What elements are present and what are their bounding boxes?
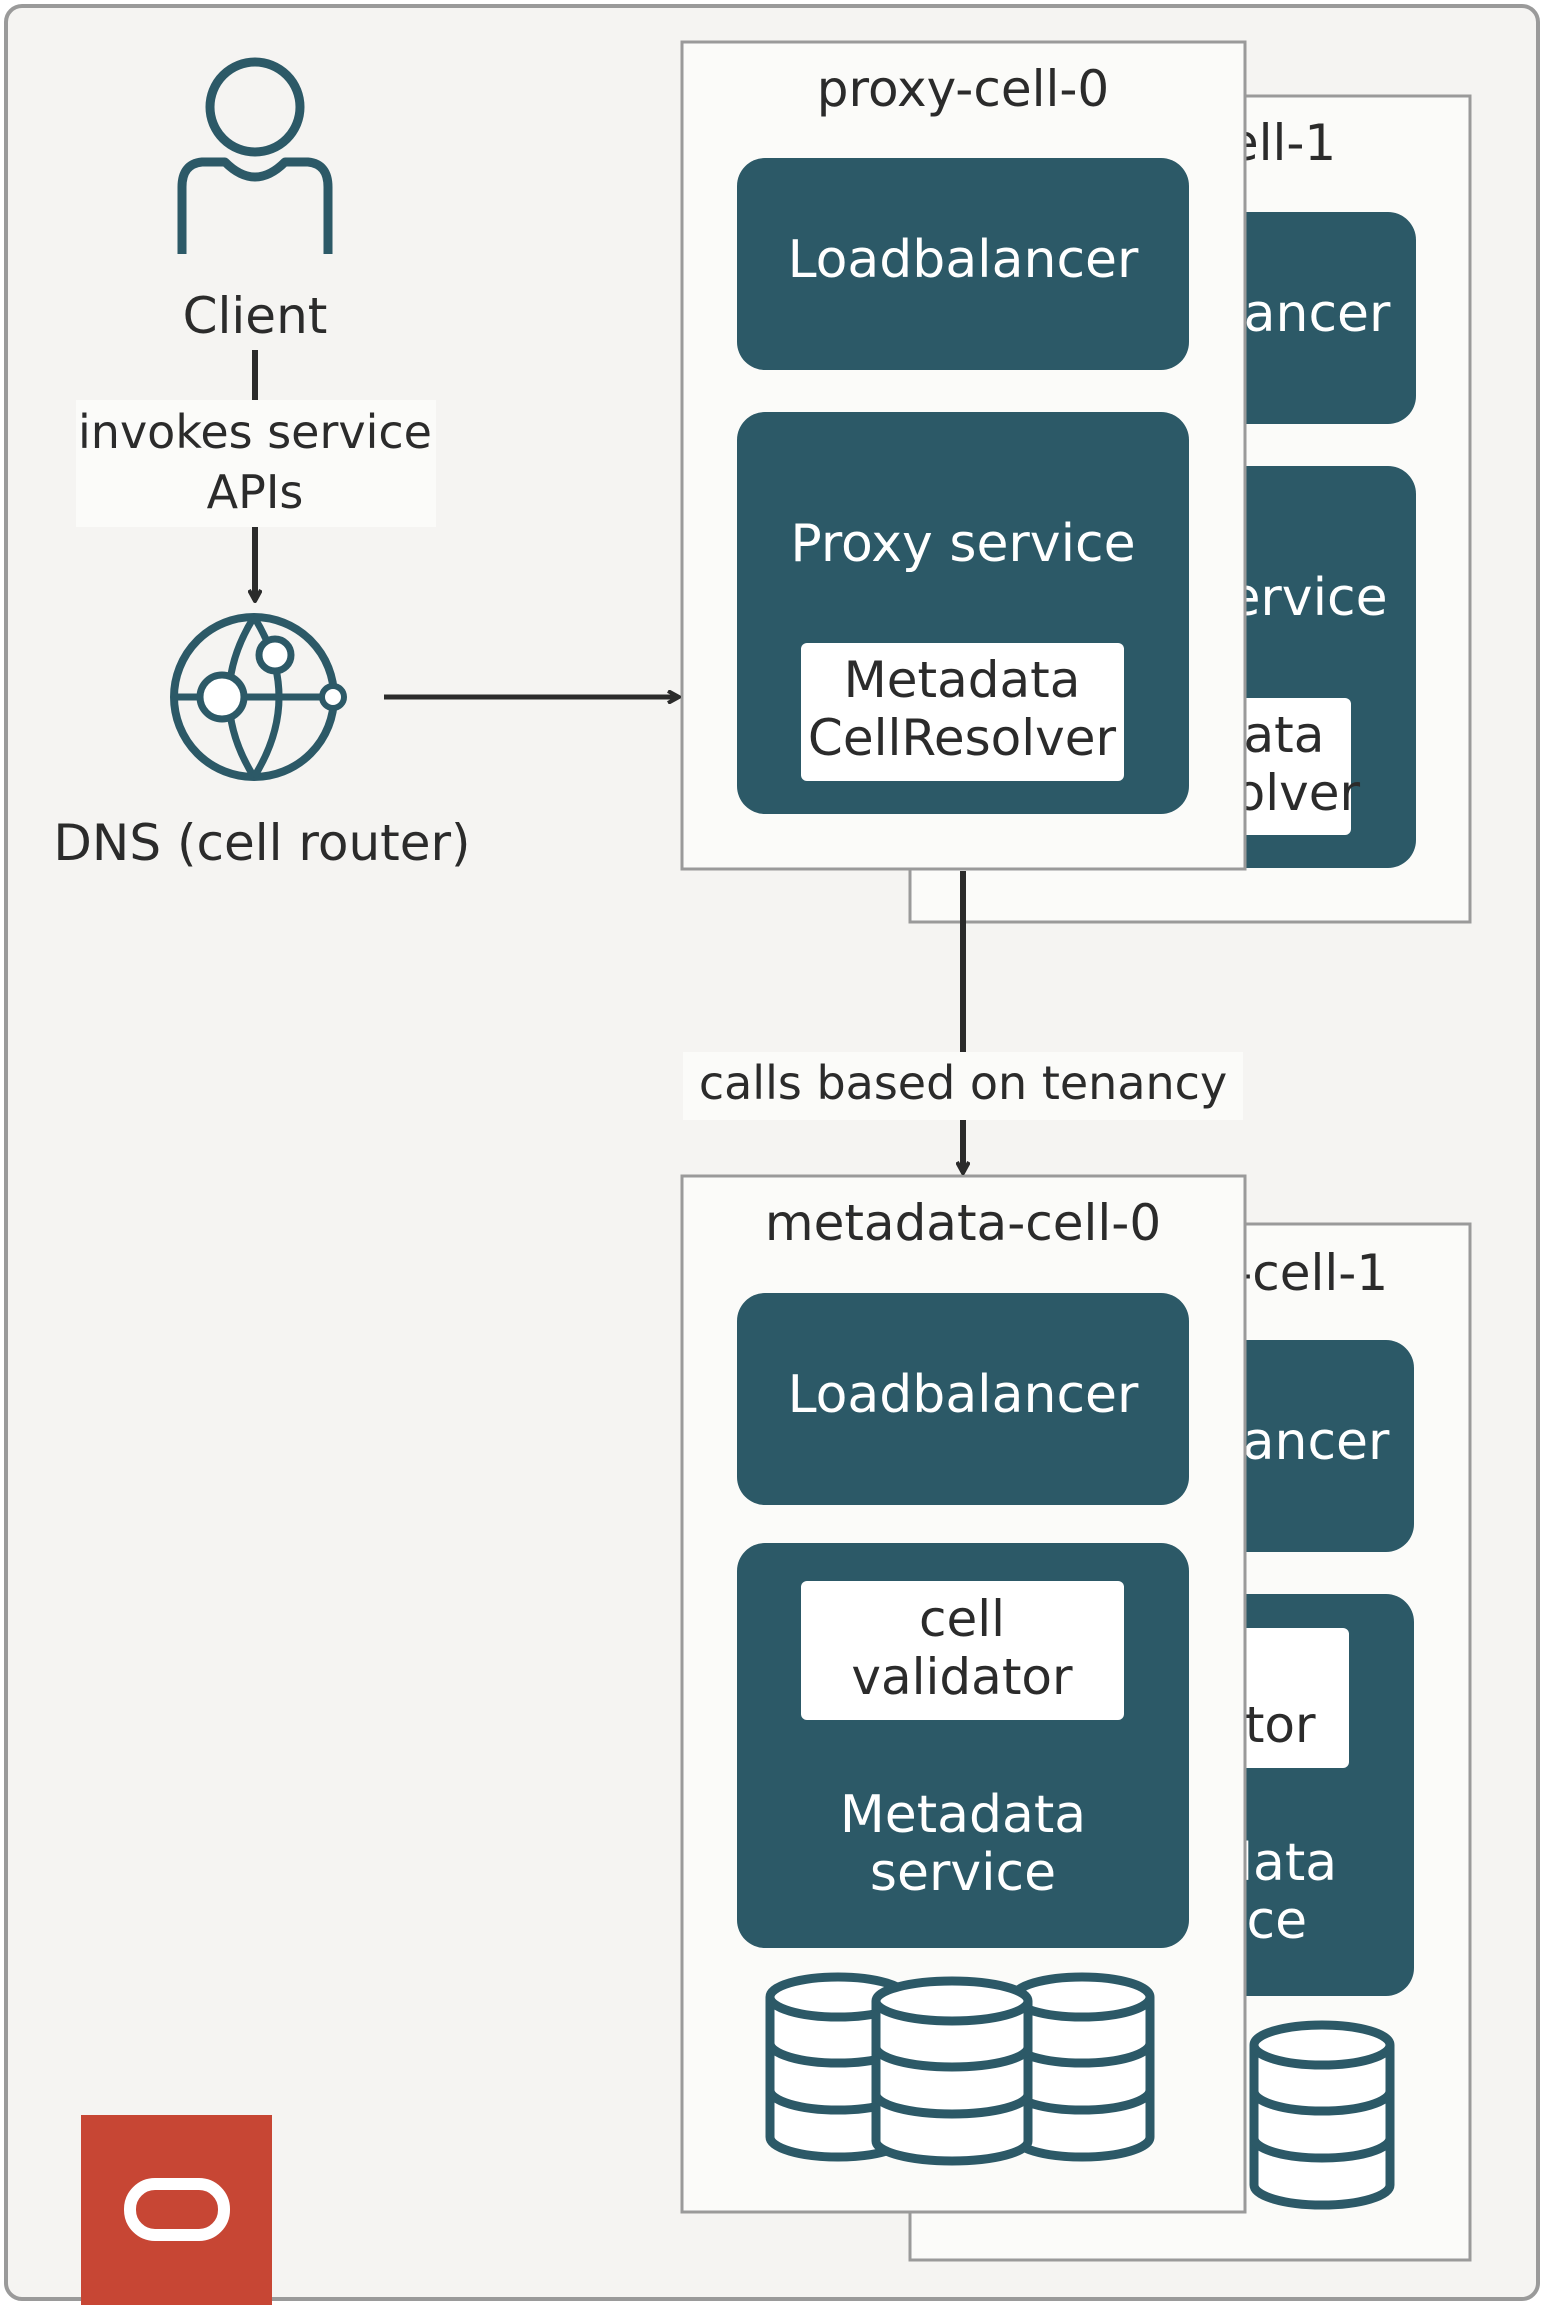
client-to-dns-label-line1: invokes service <box>78 405 432 459</box>
oracle-logo-icon <box>81 2115 272 2305</box>
proxy-cell-0-title: proxy-cell-0 <box>817 60 1109 118</box>
database-icon <box>1249 2020 1395 2210</box>
proxy-cell-0-loadbalancer-label: Loadbalancer <box>788 230 1139 290</box>
metadata-cell-0-validator-box <box>801 1581 1124 1720</box>
database-icon <box>871 1976 1033 2166</box>
metadata-cell-0-title: metadata-cell-0 <box>765 1194 1161 1252</box>
proxy-to-metadata-label-bg <box>683 1052 1243 1120</box>
metadata-cell-0-service-line1: Metadata <box>840 1785 1086 1845</box>
metadata-cell-0-loadbalancer <box>737 1293 1189 1505</box>
proxy-cell-0-resolver-line1: Metadata <box>844 651 1081 709</box>
metadata-cell-0-service-line2: service <box>870 1843 1056 1903</box>
proxy-to-metadata-label: calls based on tenancy <box>699 1056 1227 1110</box>
metadata-cell-0-panel: metadata-cell-0 Loadbalancer cell valida… <box>680 1174 1247 2214</box>
metadata-cell-0-validator-line1: cell <box>919 1590 1005 1648</box>
proxy-cell-0-proxy-service-label: Proxy service <box>790 514 1135 574</box>
client-to-dns-label-line2: APIs <box>207 465 304 519</box>
client-label: Client <box>183 287 328 345</box>
metadata-cell-0-loadbalancer-label: Loadbalancer <box>788 1365 1139 1425</box>
client-to-dns-label-bg <box>76 400 436 527</box>
metadata-cell-0-validator-line2: validator <box>851 1648 1073 1706</box>
proxy-cell-0-resolver-line2: CellResolver <box>808 709 1117 767</box>
dns-label: DNS (cell router) <box>53 814 470 872</box>
proxy-cell-0-panel: proxy-cell-0 Loadbalancer Proxy service … <box>680 40 1247 871</box>
proxy-cell-0-loadbalancer <box>737 158 1189 370</box>
person-icon <box>177 57 333 254</box>
proxy-cell-0-resolver-box <box>801 643 1124 781</box>
globe-network-icon <box>170 613 347 781</box>
database-icon <box>1009 1972 1155 2162</box>
